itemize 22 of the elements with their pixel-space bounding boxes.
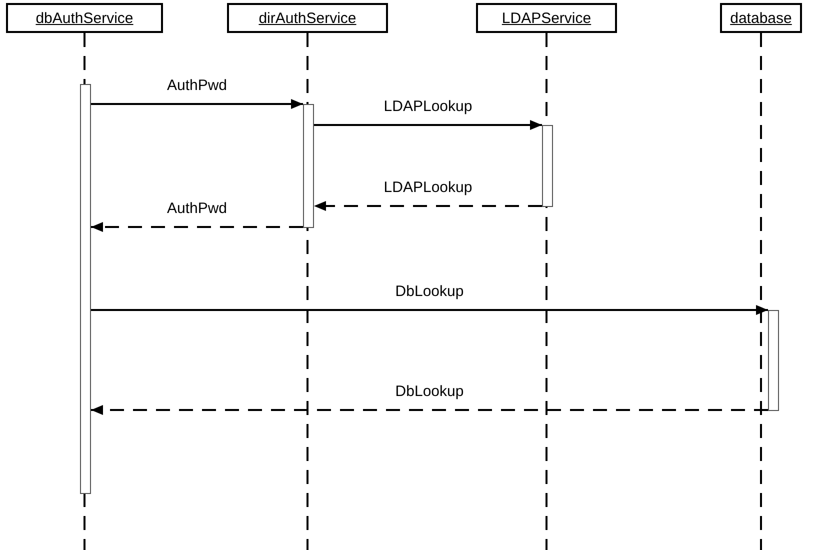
message-label: LDAPLookup <box>382 98 474 115</box>
message-label: DbLookup <box>393 383 466 400</box>
lifeline-header <box>476 3 617 33</box>
activation-bar <box>303 104 314 228</box>
return-arrow <box>91 405 768 415</box>
return-arrow <box>91 222 303 232</box>
lifeline-header <box>6 3 163 33</box>
message-arrow <box>91 305 768 315</box>
lifeline-header <box>720 3 802 33</box>
participant-name: dbAuthService <box>36 10 134 26</box>
message-arrow <box>314 120 542 130</box>
activation-bar <box>768 310 779 411</box>
participant-name: dirAuthService <box>258 10 356 26</box>
activation-bar <box>542 125 553 207</box>
message-label: DbLookup <box>393 283 466 300</box>
message-label: LDAPLookup <box>382 179 474 196</box>
participant-name: LDAPService <box>502 10 592 26</box>
participant-name: database <box>730 10 792 26</box>
activation-bar <box>80 84 91 494</box>
lifeline-header <box>227 3 388 33</box>
return-arrow <box>314 201 542 211</box>
message-arrow <box>91 99 303 109</box>
